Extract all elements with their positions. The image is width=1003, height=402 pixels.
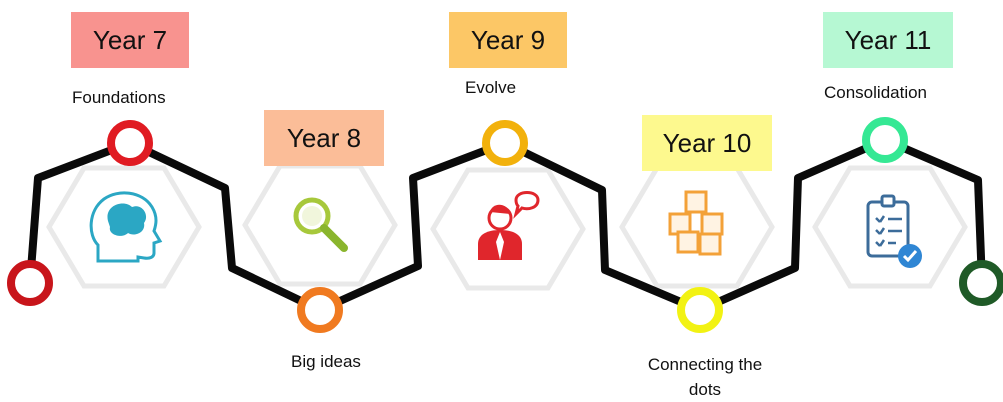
hexagon-year-9 — [430, 167, 586, 291]
brain-head-icon — [89, 191, 163, 263]
year-badge-11: Year 11 — [823, 12, 953, 68]
hexagon-year-11 — [812, 165, 968, 289]
stage-label-evolve: Evolve — [465, 78, 517, 97]
magnifier-icon — [293, 197, 348, 252]
node-year-9 — [482, 120, 528, 166]
year-badge-8: Year 8 — [264, 110, 384, 166]
node-year-7 — [107, 120, 153, 166]
year-badge-10: Year 10 — [642, 115, 772, 171]
end-node — [959, 260, 1003, 306]
node-year-11 — [862, 117, 908, 163]
year-badge-7: Year 7 — [71, 12, 189, 68]
stage-label-foundations: Foundations — [72, 88, 166, 107]
hexagon-year-10 — [619, 165, 775, 289]
year-badge-9: Year 9 — [449, 12, 567, 68]
stage-label-consolidation: Consolidation — [824, 83, 928, 102]
hexagon-year-7 — [46, 165, 202, 289]
stage-label-big-ideas: Big ideas — [291, 352, 361, 371]
node-year-10 — [677, 287, 723, 333]
stage-label-connecting-the-dots: Connecting the dots — [647, 355, 763, 399]
node-year-8 — [297, 287, 343, 333]
start-node — [7, 260, 53, 306]
boxes-icon — [668, 190, 724, 256]
hexagon-year-8 — [242, 163, 398, 287]
speaker-person-icon — [478, 191, 540, 260]
clipboard-check-icon — [866, 194, 922, 268]
